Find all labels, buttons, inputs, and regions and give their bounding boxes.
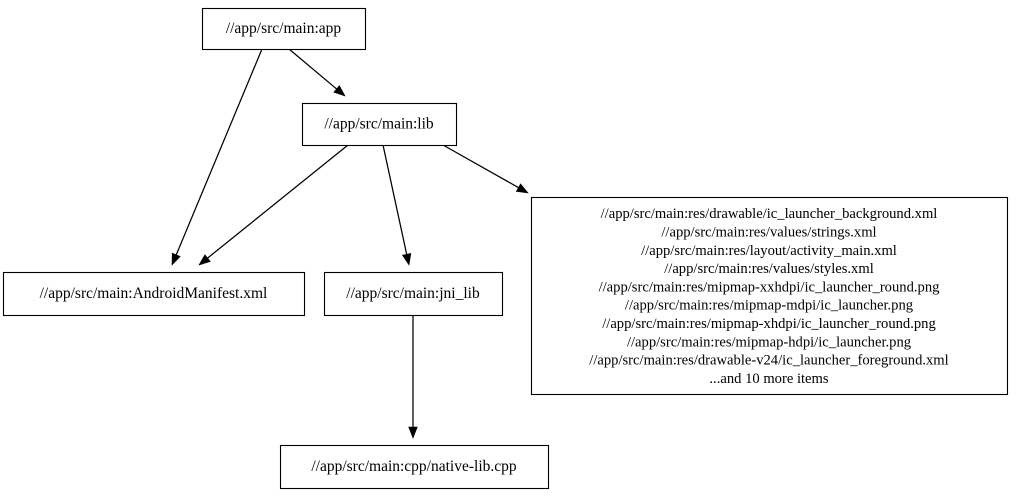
node-box-lib[interactable] bbox=[301, 102, 458, 147]
graph-edge-lib-to-jni bbox=[382, 144, 412, 266]
node-label-line: //app/src/main:res/drawable/ic_launcher_… bbox=[601, 206, 938, 222]
node-label-line: ...and 10 more items bbox=[709, 371, 828, 387]
arrowhead-icon bbox=[408, 426, 418, 439]
node-label-line: //app/src/main:res/values/styles.xml bbox=[664, 261, 874, 277]
graph-edges-layer bbox=[171, 48, 529, 439]
arrowhead-icon bbox=[333, 85, 346, 97]
arrowhead-icon bbox=[171, 252, 181, 266]
node-label-resources: //app/src/main:res/drawable/ic_launcher_… bbox=[589, 206, 948, 387]
graph-edge-lib-to-manifest bbox=[198, 144, 349, 266]
graph-edge-app-to-lib bbox=[288, 48, 346, 97]
node-box-app[interactable] bbox=[201, 7, 367, 51]
node-box-jni_lib[interactable] bbox=[323, 271, 504, 317]
node-box-resources[interactable] bbox=[530, 196, 1009, 396]
node-label-manifest: //app/src/main:AndroidManifest.xml bbox=[40, 285, 268, 302]
node-label-line: //app/src/main:res/layout/activity_main.… bbox=[641, 243, 897, 259]
node-label-line: //app/src/main:res/mipmap-xxhdpi/ic_laun… bbox=[599, 279, 941, 295]
graph-node-resources[interactable]: //app/src/main:res/drawable/ic_launcher_… bbox=[530, 196, 1009, 396]
graph-edge-app-to-manifest bbox=[171, 48, 263, 266]
node-box-manifest[interactable] bbox=[2, 271, 306, 317]
node-label-line: //app/src/main:res/values/strings.xml bbox=[661, 224, 876, 240]
graph-node-manifest[interactable]: //app/src/main:AndroidManifest.xml bbox=[2, 271, 306, 317]
arrowhead-icon bbox=[198, 254, 211, 266]
node-box-native_lib[interactable] bbox=[279, 444, 550, 490]
graph-node-native_lib[interactable]: //app/src/main:cpp/native-lib.cpp bbox=[279, 444, 550, 490]
graph-node-lib[interactable]: //app/src/main:lib bbox=[301, 102, 458, 147]
graph-node-jni_lib[interactable]: //app/src/main:jni_lib bbox=[323, 271, 504, 317]
graph-edge-lib-to-resources bbox=[442, 144, 529, 194]
graph-edge-jni-to-native-lib bbox=[408, 315, 418, 439]
node-label-line: //app/src/main:res/drawable-v24/ic_launc… bbox=[589, 353, 948, 369]
node-label-line: //app/src/main:res/mipmap-mdpi/ic_launch… bbox=[625, 298, 914, 314]
graph-nodes-layer: //app/src/main:app //app/src/main:lib //ap… bbox=[2, 7, 1009, 490]
node-label-jni_lib: //app/src/main:jni_lib bbox=[346, 285, 480, 302]
arrowhead-icon bbox=[515, 183, 529, 194]
arrowhead-icon bbox=[401, 252, 412, 266]
node-label-line: //app/src/main:res/mipmap-xhdpi/ic_launc… bbox=[602, 316, 936, 332]
node-label-app: //app/src/main:app bbox=[226, 20, 342, 37]
node-label-native_lib: //app/src/main:cpp/native-lib.cpp bbox=[311, 458, 517, 475]
node-label-line: //app/src/main:res/mipmap-hdpi/ic_launch… bbox=[627, 334, 912, 350]
graph-node-app[interactable]: //app/src/main:app bbox=[201, 7, 367, 51]
node-label-lib: //app/src/main:lib bbox=[324, 116, 434, 133]
